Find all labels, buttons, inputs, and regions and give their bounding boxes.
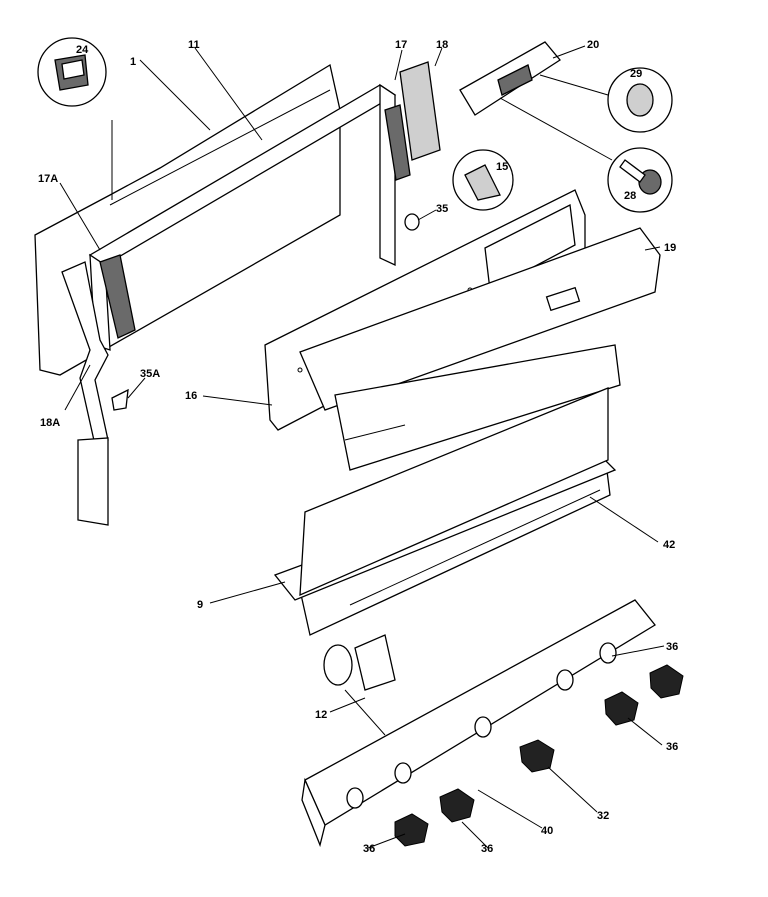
label-36-upper-right: 36 <box>666 641 678 653</box>
label-1: 1 <box>130 56 136 68</box>
part-24-rocker-switch <box>37 37 113 200</box>
label-11: 11 <box>188 39 200 51</box>
label-20: 20 <box>587 39 599 51</box>
knob-36-right-upper <box>649 664 684 699</box>
part-35-grommet <box>404 213 420 231</box>
knob-32 <box>519 739 555 773</box>
label-36-bottom-left: 36 <box>363 843 375 855</box>
part-display-trim <box>334 344 621 471</box>
part-29-knob <box>539 67 673 133</box>
label-35a: 35A <box>140 368 160 380</box>
leader-lines <box>59 45 665 849</box>
label-17: 17 <box>395 39 407 51</box>
label-18: 18 <box>436 39 448 51</box>
label-17a: 17A <box>38 173 58 185</box>
part-28-shaft-knob <box>499 97 673 213</box>
part-40-front-panel <box>301 599 656 848</box>
label-28: 28 <box>624 190 636 202</box>
label-16: 16 <box>185 390 197 402</box>
callout-labels: 1 11 24 17 18 20 29 15 28 17A 35 19 35A … <box>38 39 678 855</box>
label-18a: 18A <box>40 417 60 429</box>
label-29: 29 <box>630 68 642 80</box>
label-40: 40 <box>541 825 553 837</box>
part-19-overlay <box>299 227 661 411</box>
label-9: 9 <box>197 599 203 611</box>
part-18-right-bracket <box>384 61 441 181</box>
part-18a-side-bracket <box>61 254 136 526</box>
knob-36-bottom-left <box>394 813 429 847</box>
knob-36-right-lower <box>604 691 639 726</box>
label-32: 32 <box>597 810 609 822</box>
part-9-lower-panel <box>273 387 617 601</box>
part-15-clip <box>452 149 514 211</box>
label-42: 42 <box>663 539 675 551</box>
knob-36-bottom-mid <box>439 788 475 823</box>
part-1-back-panel <box>34 63 341 376</box>
label-36-lower-right: 36 <box>666 741 678 753</box>
label-24: 24 <box>76 44 89 56</box>
label-35: 35 <box>436 203 448 215</box>
part-12-thermostat <box>323 634 396 736</box>
label-36-bottom-mid: 36 <box>481 843 493 855</box>
part-35a-grommet <box>111 388 129 411</box>
label-19: 19 <box>664 242 676 254</box>
part-20-clock-bracket <box>459 41 561 116</box>
label-12: 12 <box>315 709 327 721</box>
label-15: 15 <box>496 161 508 173</box>
